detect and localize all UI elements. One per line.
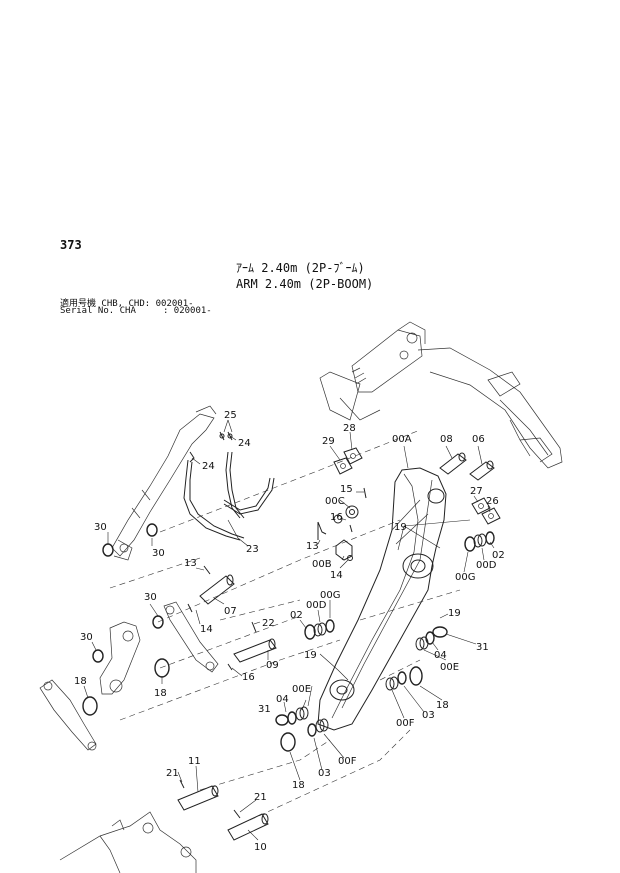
serial-applicability-line-1: 適用号機 CHB, CHD: 002001-: [60, 299, 194, 309]
serial-applicability-line-2: Serial No. CHA : 020001-: [60, 306, 212, 316]
part-label-30-b: 30: [152, 548, 165, 559]
part-label-07: 07: [224, 606, 237, 617]
arm-body: [317, 467, 447, 731]
part-label-04: 04: [434, 650, 447, 661]
leader-lines: [83, 419, 495, 841]
part-label-24: 24: [238, 438, 251, 449]
part-label-00D-b: 00D: [306, 600, 327, 611]
page-number: 373: [60, 238, 82, 252]
part-label-09: 09: [266, 660, 279, 671]
part-label-04-b: 04: [276, 694, 289, 705]
part-label-00E: 00E: [440, 662, 459, 673]
part-label-19-c: 19: [304, 650, 317, 661]
pin-11: [177, 779, 219, 811]
part-label-00G: 00G: [455, 572, 475, 583]
part-label-30: 30: [94, 522, 107, 533]
part-label-06: 06: [472, 434, 485, 445]
o-rings-18: [82, 658, 170, 716]
part-label-29: 29: [322, 436, 335, 447]
pin-10: [227, 809, 269, 841]
part-label-27: 27: [470, 486, 483, 497]
plate-29: [333, 457, 353, 475]
part-labels: 00A 08 06 28 29 15 00C 16 13 00B 14 19 2…: [74, 410, 505, 853]
bushings-upper-right: [464, 531, 495, 552]
part-label-13-b: 13: [184, 558, 197, 569]
part-label-30-c: 30: [144, 592, 157, 603]
title-english: ARM 2.40m (2P-BOOM): [236, 277, 374, 291]
part-label-26: 26: [486, 496, 499, 507]
part-label-00F-b: 00F: [338, 756, 357, 767]
part-label-10: 10: [254, 842, 267, 853]
part-label-00B: 00B: [312, 559, 332, 570]
part-label-13: 13: [306, 541, 319, 552]
plate-28: [343, 447, 363, 465]
part-label-19-b: 19: [448, 608, 461, 619]
pin-08: [439, 452, 467, 475]
part-label-03: 03: [422, 710, 435, 721]
part-label-00C: 00C: [325, 496, 345, 507]
part-label-00F: 00F: [396, 718, 415, 729]
part-label-00D: 00D: [476, 560, 497, 571]
part-label-15: 15: [340, 484, 353, 495]
part-label-24-b: 24: [202, 461, 215, 472]
pin-06: [469, 460, 495, 481]
part-label-16-b: 16: [242, 672, 255, 683]
part-label-18-d: 18: [292, 780, 305, 791]
pin-09: [227, 621, 277, 671]
plate-26: [481, 507, 501, 525]
part-label-19: 19: [394, 522, 407, 533]
part-label-18: 18: [74, 676, 87, 687]
bushings-middle-left: [304, 619, 335, 640]
link-assembly: [39, 601, 219, 751]
part-label-03-b: 03: [318, 768, 331, 779]
part-label-25: 25: [224, 410, 237, 421]
title-japanese: ｱｰﾑ 2.40m (2P-ﾌﾞｰﾑ): [236, 261, 365, 275]
part-label-21-b: 21: [254, 792, 267, 803]
part-label-14-b: 14: [200, 624, 213, 635]
part-label-18-c: 18: [436, 700, 449, 711]
grease-parts: [317, 487, 367, 561]
part-label-02: 02: [492, 550, 505, 561]
hose-and-cylinder-sketch: [111, 405, 275, 561]
part-label-21: 21: [166, 768, 179, 779]
part-label-02-b: 02: [290, 610, 303, 621]
part-label-23: 23: [246, 544, 259, 555]
part-label-28: 28: [343, 423, 356, 434]
part-label-00E-b: 00E: [292, 684, 311, 695]
part-label-16: 16: [330, 512, 343, 523]
bushings-bottom-right: [385, 666, 423, 691]
assembly-guide-lines: [109, 429, 461, 821]
part-label-31-b: 31: [258, 704, 271, 715]
plate-27: [471, 497, 491, 515]
bucket-sketch: [59, 811, 197, 873]
part-label-08: 08: [440, 434, 453, 445]
part-label-30-d: 30: [80, 632, 93, 643]
bushings-lower-right: [415, 626, 448, 651]
part-label-11: 11: [188, 756, 201, 767]
part-label-00A: 00A: [392, 434, 412, 445]
part-label-00G-b: 00G: [320, 590, 340, 601]
reference-boom-sketch: [319, 321, 563, 469]
part-label-14: 14: [330, 570, 343, 581]
part-label-18-b: 18: [154, 688, 167, 699]
part-label-22: 22: [262, 618, 275, 629]
bushings-bottom-left: [275, 706, 329, 752]
part-label-31: 31: [476, 642, 489, 653]
